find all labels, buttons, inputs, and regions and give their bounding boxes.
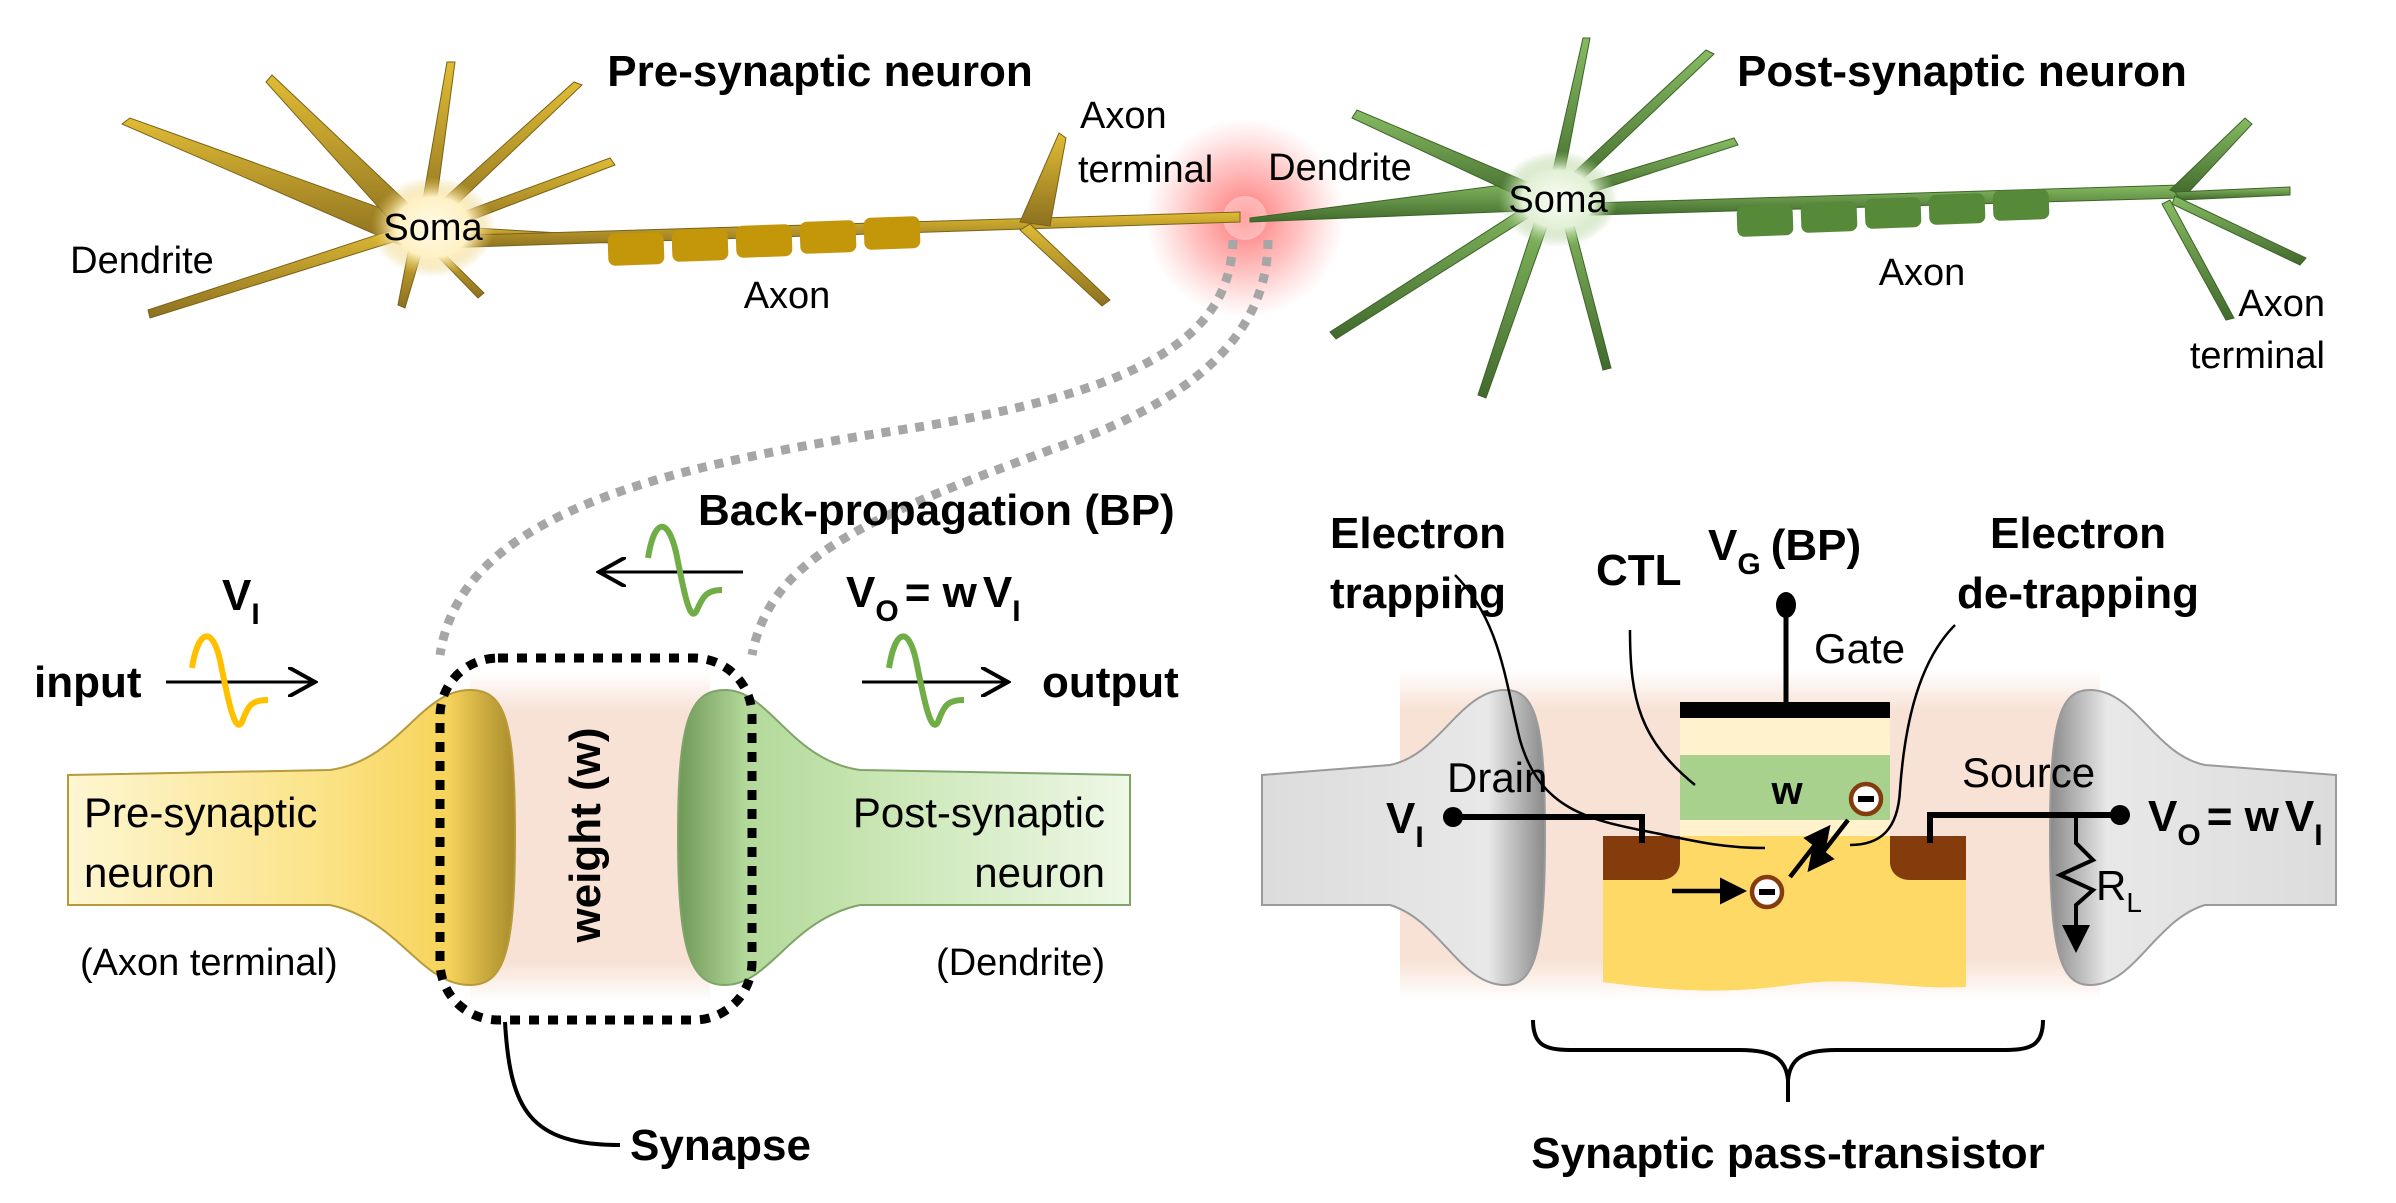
post-axon-terminal-branches <box>2161 117 2307 321</box>
myelin-segment <box>1992 189 2050 221</box>
zoom-connector-lines <box>435 239 1273 656</box>
transistor-brace <box>1531 1019 2045 1102</box>
synapse-callout-line <box>503 1021 621 1147</box>
synapse-label: Synapse <box>630 1121 811 1170</box>
post-dendrite-label: Dendrite <box>1268 147 1412 189</box>
substrate <box>1603 836 1966 991</box>
pre-dendrite-label: Dendrite <box>70 240 214 282</box>
transistor-vi-label: VI <box>1386 794 1424 854</box>
output-waveform <box>886 633 965 728</box>
zoom-connector-right <box>747 239 1273 656</box>
left-gray-terminal <box>1261 688 1547 987</box>
post-myelin-sheath <box>1736 189 2050 237</box>
load-resistor <box>2055 815 2097 932</box>
vo-terminal-dot <box>2110 805 2130 825</box>
input-vi-label: VI <box>222 571 260 631</box>
pre-terminal-paren: (Axon terminal) <box>80 942 338 984</box>
post-neuron-title: Post-synaptic neuron <box>1737 47 2187 96</box>
myelin-segment <box>607 232 665 266</box>
post-synaptic-neuron: Soma Dendrite Axon Axon terminal Post-sy… <box>1249 37 2325 399</box>
pre-axon-terminal-label-2: terminal <box>1078 149 1213 191</box>
drain-label: Drain <box>1447 754 1547 801</box>
ground-arrow <box>2062 925 2090 953</box>
pre-soma <box>371 177 495 277</box>
myelin-segment <box>1864 197 1922 229</box>
pre-soma-label: Soma <box>383 207 483 249</box>
post-terminal-paren: (Dendrite) <box>936 942 1105 984</box>
weight-label: weight (w) <box>561 727 610 943</box>
gate-electrode <box>1680 702 1890 718</box>
synapse-boundary-box <box>435 653 757 1025</box>
synapse-glow <box>1145 118 1345 318</box>
pre-axon-terminal-branches <box>1019 132 1111 307</box>
post-axon-terminal-label-1: Axon <box>2238 283 2325 325</box>
tunnel-oxide <box>1680 820 1890 836</box>
vg-label: VG(BP) <box>1708 521 1861 581</box>
transistor-caption: Synaptic pass-transistor <box>1531 1129 2045 1178</box>
post-terminal-label-1: Post-synaptic <box>853 789 1105 836</box>
pre-neuron-title: Pre-synaptic neuron <box>607 47 1032 96</box>
source-region <box>1890 836 1966 880</box>
myelin-segment <box>863 216 921 250</box>
pre-terminal-label-2: neuron <box>84 849 215 896</box>
pre-terminal-label-1: Pre-synaptic <box>84 789 317 836</box>
pre-myelin-sheath <box>607 216 921 266</box>
w-label: w <box>1770 769 1803 813</box>
bp-title: Back-propagation (BP) <box>698 486 1175 535</box>
post-soma-label: Soma <box>1508 179 1608 221</box>
electron-detrapping-label-1: Electron <box>1990 509 2166 558</box>
electron-trapping-label-2: trapping <box>1330 569 1506 618</box>
myelin-segment <box>799 220 857 254</box>
drain-region <box>1603 836 1680 880</box>
input-label: input <box>34 658 142 707</box>
bp-waveform <box>645 523 723 617</box>
pre-synaptic-terminal <box>67 688 517 987</box>
synapse-highlight-ring <box>1223 196 1267 240</box>
detrapping-pointer <box>1849 624 1956 847</box>
post-terminal-label-2: neuron <box>974 849 1105 896</box>
electron-trapping-label-1: Electron <box>1330 509 1506 558</box>
neuron-illustration: Soma Dendrite Axon Axon terminal Pre-syn… <box>70 37 2325 399</box>
output-label: output <box>1042 658 1179 707</box>
right-gray-terminal <box>2048 688 2337 987</box>
post-soma <box>1498 151 1618 247</box>
electron-channel <box>1749 874 1785 910</box>
source-wire <box>1927 812 2120 843</box>
zoom-connector-left <box>435 239 1238 656</box>
source-label: Source <box>1962 749 2095 796</box>
myelin-segment <box>1800 201 1858 233</box>
pre-axon-label: Axon <box>744 275 831 317</box>
rl-label: RL <box>2096 862 2142 918</box>
pass-transistor-panel: VG(BP) Gate CTL Electron trapping Electr… <box>1261 509 2337 1178</box>
input-waveform <box>189 633 269 728</box>
detrapping-arrow <box>1807 818 1850 873</box>
trapping-pointer <box>1454 574 1766 850</box>
myelin-segment <box>1736 205 1794 237</box>
blocking-oxide <box>1680 718 1890 755</box>
pre-axon-terminal-label-1: Axon <box>1080 95 1167 137</box>
ctl-pointer <box>1628 629 1696 786</box>
post-synaptic-terminal <box>676 688 1131 987</box>
gate-label: Gate <box>1814 625 1905 672</box>
electron-trapped <box>1848 781 1884 817</box>
post-axon-label: Axon <box>1879 252 1966 294</box>
pre-synaptic-neuron: Soma Dendrite Axon Axon terminal Pre-syn… <box>70 47 1241 319</box>
electron-detrapping-label-2: de-trapping <box>1957 569 2199 618</box>
drain-wire <box>1453 814 1645 843</box>
myelin-segment <box>671 228 729 262</box>
gate-terminal-dot <box>1776 592 1796 618</box>
myelin-segment <box>735 224 793 258</box>
post-axon-terminal-label-2: terminal <box>2190 335 2325 377</box>
ctl-label: CTL <box>1596 546 1682 595</box>
myelin-segment <box>1928 193 1986 225</box>
biological-synapse-panel: weight (w) Pre-synaptic neuron (Axon ter… <box>34 486 1179 1170</box>
